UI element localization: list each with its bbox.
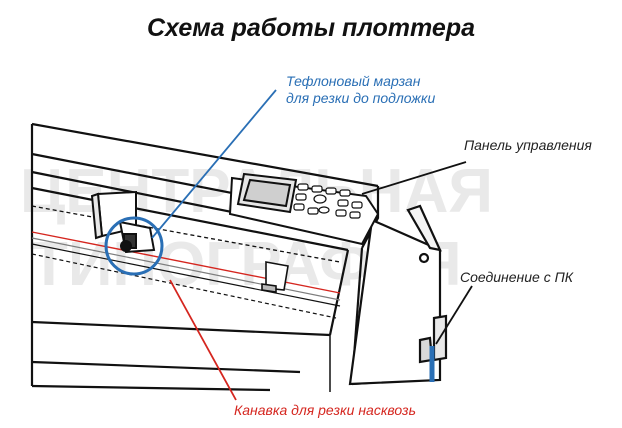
- pinch-roller: [262, 262, 288, 292]
- teflon-label-line2: для резки до подложки: [286, 89, 435, 107]
- control-panel-label: Панель управления: [464, 136, 592, 154]
- teflon-label-line1: Тефлоновый марзан: [286, 72, 420, 90]
- groove-label: Канавка для резки насквозь: [234, 401, 416, 419]
- pc-connection-label: Соединение с ПК: [460, 268, 573, 286]
